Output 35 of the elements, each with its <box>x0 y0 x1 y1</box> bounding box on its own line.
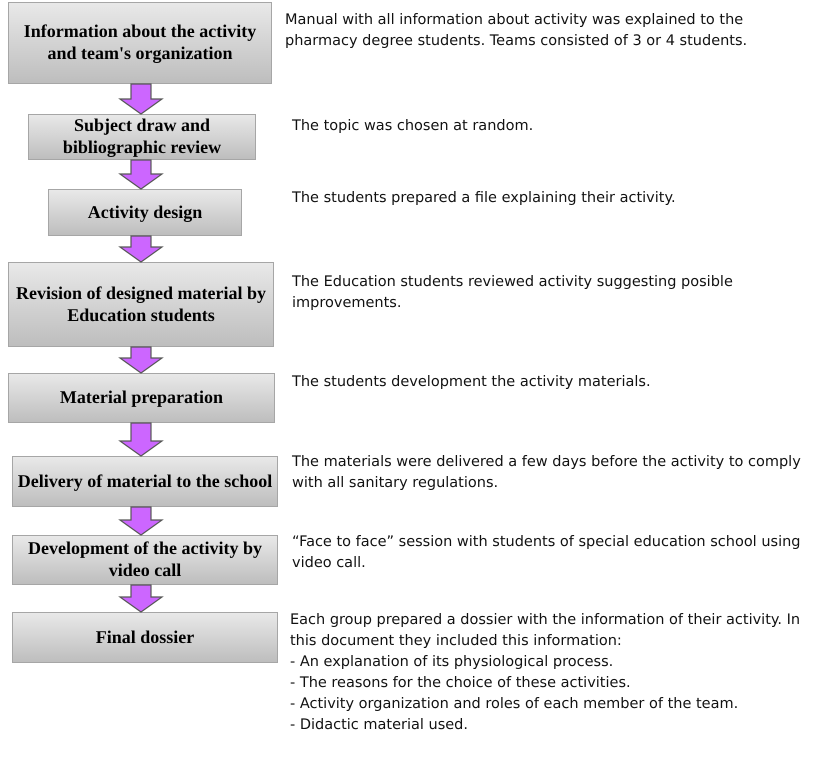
process-box <box>48 189 242 236</box>
down-arrow <box>118 584 164 613</box>
step-description: The Education students reviewed activity suggesting posible improvements. <box>292 273 734 314</box>
step-description: - Didactic material used. <box>290 716 470 736</box>
down-arrow <box>118 422 164 457</box>
step-description: - An explanation of its physiological process. <box>290 653 614 672</box>
step-description: - The reasons for the choice of these activities. <box>290 674 632 694</box>
process-box <box>12 535 278 585</box>
step-description: “Face to face” session with students of special education school using video call. <box>292 533 802 574</box>
step-description: - Activity organization and roles of each member of the team. <box>290 695 740 714</box>
step-description: The students development the activity materials. <box>292 373 652 392</box>
down-arrow <box>118 159 164 190</box>
process-box <box>12 456 278 507</box>
step-label: Revision of designed material by Education students <box>15 282 267 326</box>
step-label: Final dossier <box>96 626 194 648</box>
down-arrow <box>118 346 164 374</box>
process-box <box>28 114 256 160</box>
step-label: Subject draw and bibliographic review <box>62 115 222 159</box>
step-description: Each group prepared a dossier with the information of their activity. In this document they included this information: <box>290 611 802 652</box>
down-arrow <box>118 506 164 536</box>
step-label: Development of the activity by video call <box>27 538 263 582</box>
step-label: Information about the activity and team's organization <box>22 21 258 65</box>
process-box <box>8 262 274 347</box>
step-description: The students prepared a file explaining their activity. <box>292 189 677 208</box>
down-arrow <box>118 83 164 115</box>
step-label: Delivery of material to the school <box>18 470 272 492</box>
step-description: Manual with all information about activity was explained to the pharmacy degree students. Teams consisted of 3 or 4 students. <box>285 11 748 52</box>
step-description: The materials were delivered a few days before the activity to comply with all sanitary regulations. <box>292 453 802 494</box>
down-arrow <box>118 235 164 263</box>
step-description: The topic was chosen at random. <box>292 117 534 136</box>
process-box <box>8 2 272 84</box>
step-label: Material preparation <box>60 387 224 409</box>
step-label: Activity design <box>88 202 202 224</box>
process-box <box>8 373 275 423</box>
process-box <box>12 612 278 663</box>
